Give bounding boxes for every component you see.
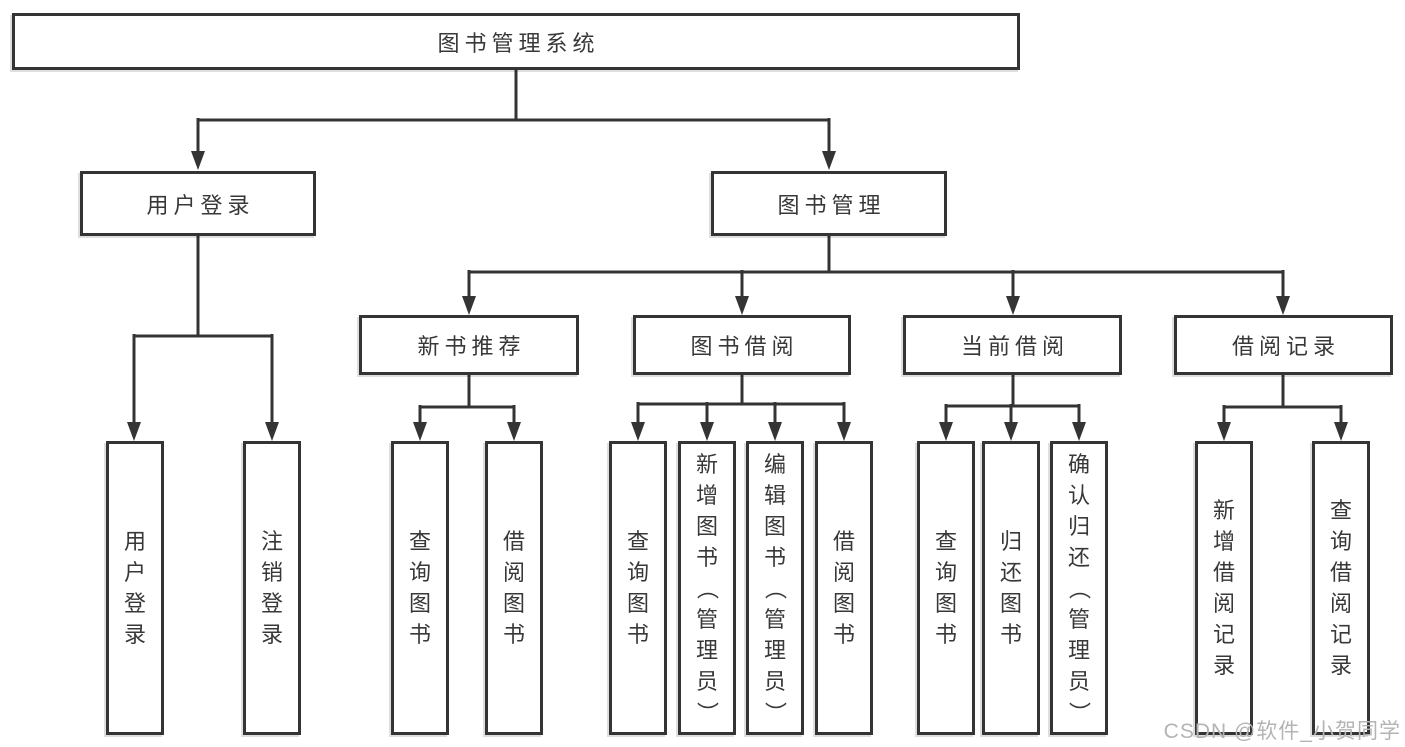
node-label: 查询图书 [934, 529, 957, 647]
leaf-add-books-admin: 新增图书（管理员） [678, 441, 736, 735]
node-label: 用户登录 [123, 529, 146, 647]
node-book-management: 图书管理 [711, 171, 947, 236]
node-label: 借阅记录 [1231, 334, 1340, 359]
node-label: 归还图书 [999, 529, 1022, 647]
node-label: 图书借阅 [690, 334, 799, 359]
connector-user-login-to-leaves [127, 236, 279, 441]
connector-current-borrowing-to-leaves [939, 375, 1086, 441]
node-user-login: 用户登录 [80, 171, 316, 236]
leaf-query-books: 查询图书 [917, 441, 975, 735]
node-label: 确认归还（管理员） [1066, 451, 1092, 724]
connector-book-borrowing-to-leaves [631, 375, 851, 441]
leaf-borrow-books: 借阅图书 [485, 441, 543, 735]
csdn-watermark: CSDN @软件_小贺同学 [1163, 720, 1401, 743]
connector-new-book-recommendation-to-leaves [413, 375, 521, 441]
leaf-edit-books-admin: 编辑图书（管理员） [746, 441, 804, 735]
node-label: 借阅图书 [832, 529, 855, 647]
node-label: 查询图书 [626, 529, 649, 647]
node-book-borrowing: 图书借阅 [633, 315, 851, 375]
node-new-book-recommendation: 新书推荐 [359, 315, 579, 375]
connector-root-to-level2 [191, 70, 836, 170]
connector-book-management-to-level3 [462, 236, 1290, 315]
connector-borrowing-records-to-leaves [1217, 375, 1348, 441]
leaf-query-borrow-record: 查询借阅记录 [1312, 441, 1370, 735]
node-label: 新增图书（管理员） [694, 451, 720, 724]
node-label: 注销登录 [260, 529, 283, 647]
node-library-management-system: 图书管理系统 [12, 13, 1020, 70]
leaf-query-books: 查询图书 [609, 441, 667, 735]
node-label: 新书推荐 [417, 334, 526, 359]
node-label: 当前借阅 [960, 334, 1069, 359]
leaf-borrow-books: 借阅图书 [815, 441, 873, 735]
node-label: 查询借阅记录 [1329, 498, 1352, 678]
leaf-user-login: 用户登录 [106, 441, 164, 735]
node-label: 图书管理 [777, 192, 886, 218]
node-label: 借阅图书 [502, 529, 525, 647]
node-label: 编辑图书（管理员） [762, 451, 788, 724]
node-label: 新增借阅记录 [1212, 498, 1235, 678]
leaf-confirm-return-admin: 确认归还（管理员） [1050, 441, 1108, 735]
leaf-logout: 注销登录 [243, 441, 301, 735]
leaf-add-borrow-record: 新增借阅记录 [1195, 441, 1253, 735]
node-current-borrowing: 当前借阅 [903, 315, 1122, 375]
node-borrowing-records: 借阅记录 [1174, 315, 1393, 375]
node-label: 图书管理系统 [437, 30, 600, 56]
leaf-query-books: 查询图书 [391, 441, 449, 735]
node-label: 查询图书 [408, 529, 431, 647]
leaf-return-books: 归还图书 [982, 441, 1040, 735]
node-label: 用户登录 [146, 192, 255, 218]
